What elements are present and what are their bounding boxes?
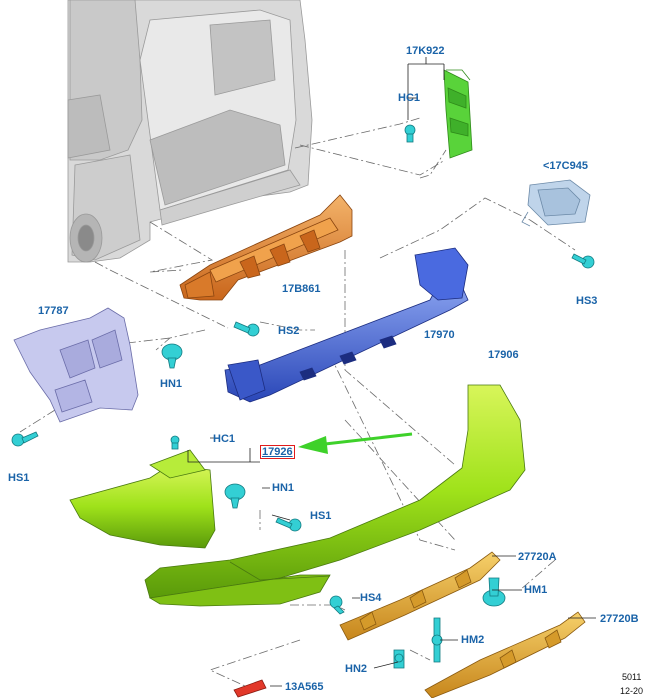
reinforcement-beam-17970 [224, 247, 469, 403]
reflector-13A565 [233, 679, 267, 698]
fastener-hm2 [431, 617, 443, 663]
label-hn1-mid: HN1 [272, 482, 295, 494]
bumper-cover-17906 [69, 384, 526, 607]
fastener-hs4 [329, 595, 345, 615]
fastener-hs3 [571, 253, 595, 269]
vehicle-rear [67, 0, 313, 263]
label-17787: 17787 [38, 305, 69, 317]
label-hm1: HM1 [524, 584, 548, 596]
bracket-17C945 [521, 179, 591, 227]
label-17906: 17906 [488, 349, 519, 361]
fastener-hc1-mid [170, 435, 180, 450]
reflector-strip-27720B [424, 611, 586, 698]
label-17926-highlighted: 17926 [260, 445, 295, 459]
reference-date: 12-20 [620, 686, 644, 696]
reference-code: 5011 [622, 672, 642, 682]
label-hc1-top: HC1 [398, 92, 421, 104]
bracket-17K922 [443, 69, 473, 159]
reflector-strip-27720A [339, 551, 501, 641]
assembly-dash-lines [19, 117, 576, 687]
label-17B861: 17B861 [282, 283, 321, 295]
impact-absorber-17B861 [179, 194, 353, 301]
label-27720A: 27720A [518, 551, 557, 563]
label-hn1-left: HN1 [160, 378, 183, 390]
label-hm2: HM2 [461, 634, 485, 646]
fastener-hs2 [233, 321, 260, 337]
fastener-hn1-left [161, 343, 183, 369]
fastener-hn1-mid [224, 483, 246, 509]
label-hc1-mid: HC1 [213, 433, 236, 445]
label-hs1-mid: HS1 [310, 510, 332, 522]
label-17C945: <17C945 [543, 160, 588, 172]
label-17K922: 17K922 [406, 45, 445, 57]
label-17970: 17970 [424, 329, 455, 341]
fastener-hn2 [393, 649, 405, 669]
label-13A565: 13A565 [285, 681, 324, 693]
label-hs2: HS2 [278, 325, 300, 337]
label-hs3: HS3 [576, 295, 598, 307]
fastener-hm1 [482, 577, 506, 607]
bracket-17787 [13, 307, 139, 423]
label-27720B: 27720B [600, 613, 639, 625]
pointer-arrow-icon [298, 432, 413, 454]
fasteners [11, 124, 595, 669]
fastener-hc1-top [404, 124, 416, 143]
label-hs1-left: HS1 [8, 472, 30, 484]
label-brackets [187, 57, 596, 687]
fastener-hs1-mid [275, 517, 302, 532]
fastener-hs1-left [11, 431, 39, 447]
label-hn2: HN2 [345, 663, 368, 675]
label-hs4: HS4 [360, 592, 382, 604]
